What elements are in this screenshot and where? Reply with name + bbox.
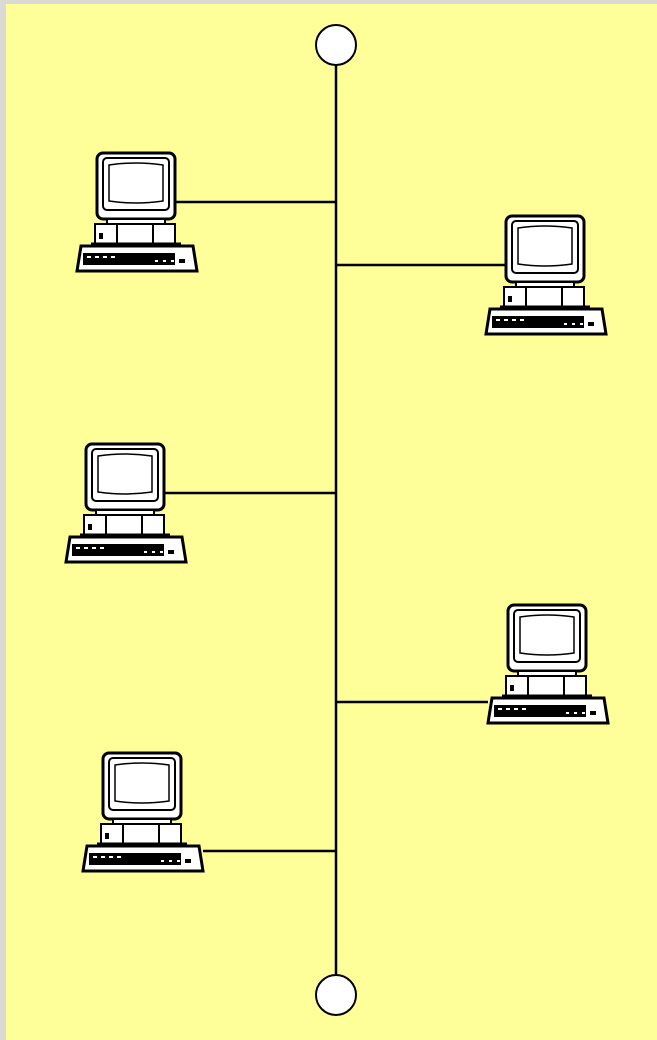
bus-terminator-bottom — [315, 974, 357, 1016]
bus-terminator-top — [315, 24, 357, 66]
